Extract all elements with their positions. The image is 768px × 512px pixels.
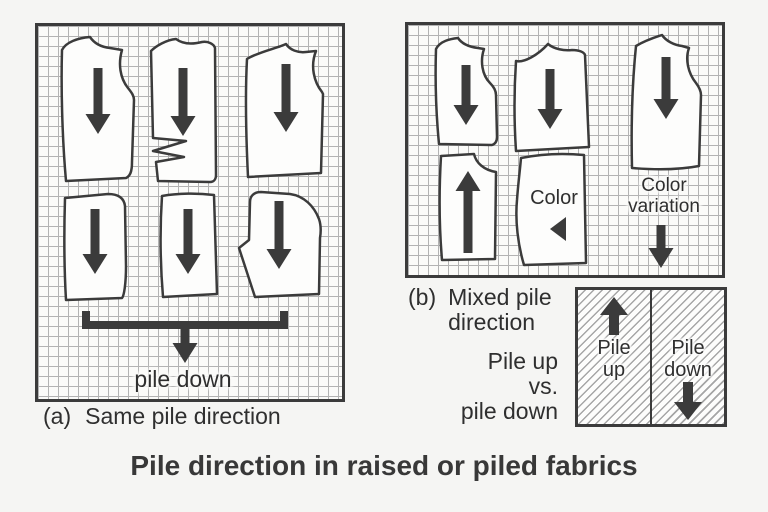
pile-down-label-line1: Pile xyxy=(671,337,705,359)
panel-a-fabric-grid: pile down xyxy=(35,23,345,402)
panel-b-pattern-layout xyxy=(434,33,703,268)
comparison-caption: Pile up vs. pile down xyxy=(410,349,558,424)
panel-a-caption-prefix: (a) xyxy=(43,403,72,429)
pile-down-swatch: Pile down xyxy=(652,290,724,424)
down-arrow-icon xyxy=(453,65,479,125)
pattern-piece xyxy=(515,152,588,267)
pile-up-label: Pile up xyxy=(578,337,650,381)
pile-comparison-swatch: Pile up Pile down xyxy=(575,287,727,427)
pile-down-swatch-label: Pile down xyxy=(652,337,724,381)
down-arrow-icon xyxy=(85,68,111,134)
down-arrow-icon xyxy=(674,382,702,420)
swatch-divider xyxy=(650,290,652,424)
down-arrow-icon xyxy=(175,209,201,274)
panel-a-caption: (a) Same pile direction xyxy=(43,403,281,430)
panel-b-caption: (b) Mixed pile direction xyxy=(408,285,552,335)
panel-b-caption-line2: direction xyxy=(448,309,536,335)
down-arrow-icon xyxy=(537,69,563,129)
panel-b-caption-text: Mixed pile direction xyxy=(448,285,552,335)
pile-down-text: pile down xyxy=(134,366,232,392)
down-arrow-icon xyxy=(653,57,679,119)
down-arrow-icon xyxy=(172,329,198,363)
panel-b-caption-line1: Mixed pile xyxy=(448,284,552,310)
comparison-caption-line2: vs. xyxy=(528,373,558,399)
pile-down-label-line2: down xyxy=(664,359,712,381)
figure-title: Pile direction in raised or piled fabric… xyxy=(130,450,638,481)
up-arrow-icon xyxy=(600,297,628,335)
comparison-caption-line1: Pile up xyxy=(487,348,558,374)
panel-b-caption-prefix: (b) xyxy=(408,284,437,310)
color-variation-line1: Color xyxy=(641,175,687,196)
panel-a-caption-text: Same pile direction xyxy=(85,403,281,429)
pile-up-swatch: Pile up xyxy=(578,290,650,424)
pile-up-label-line1: Pile xyxy=(597,337,631,359)
down-arrow-icon xyxy=(170,68,196,136)
left-arrow-icon xyxy=(550,217,566,241)
down-arrow-icon xyxy=(266,201,292,269)
down-arrow-icon xyxy=(273,64,299,132)
down-arrow-icon xyxy=(82,209,108,274)
panel-b-fabric-grid: Color Color variation xyxy=(405,22,725,278)
pile-down-label: pile down xyxy=(98,366,268,393)
color-piece-text: Color xyxy=(530,187,578,209)
grouping-bracket xyxy=(82,311,288,329)
comparison-caption-line3: pile down xyxy=(460,398,558,424)
up-arrow-icon xyxy=(455,171,481,253)
down-arrow-icon xyxy=(648,225,674,268)
color-variation-label: Color variation xyxy=(608,175,720,217)
panel-a-pattern-layout xyxy=(60,35,325,363)
color-piece-label: Color xyxy=(518,187,590,210)
pile-up-label-line2: up xyxy=(602,359,626,381)
color-variation-line2: variation xyxy=(628,196,700,217)
